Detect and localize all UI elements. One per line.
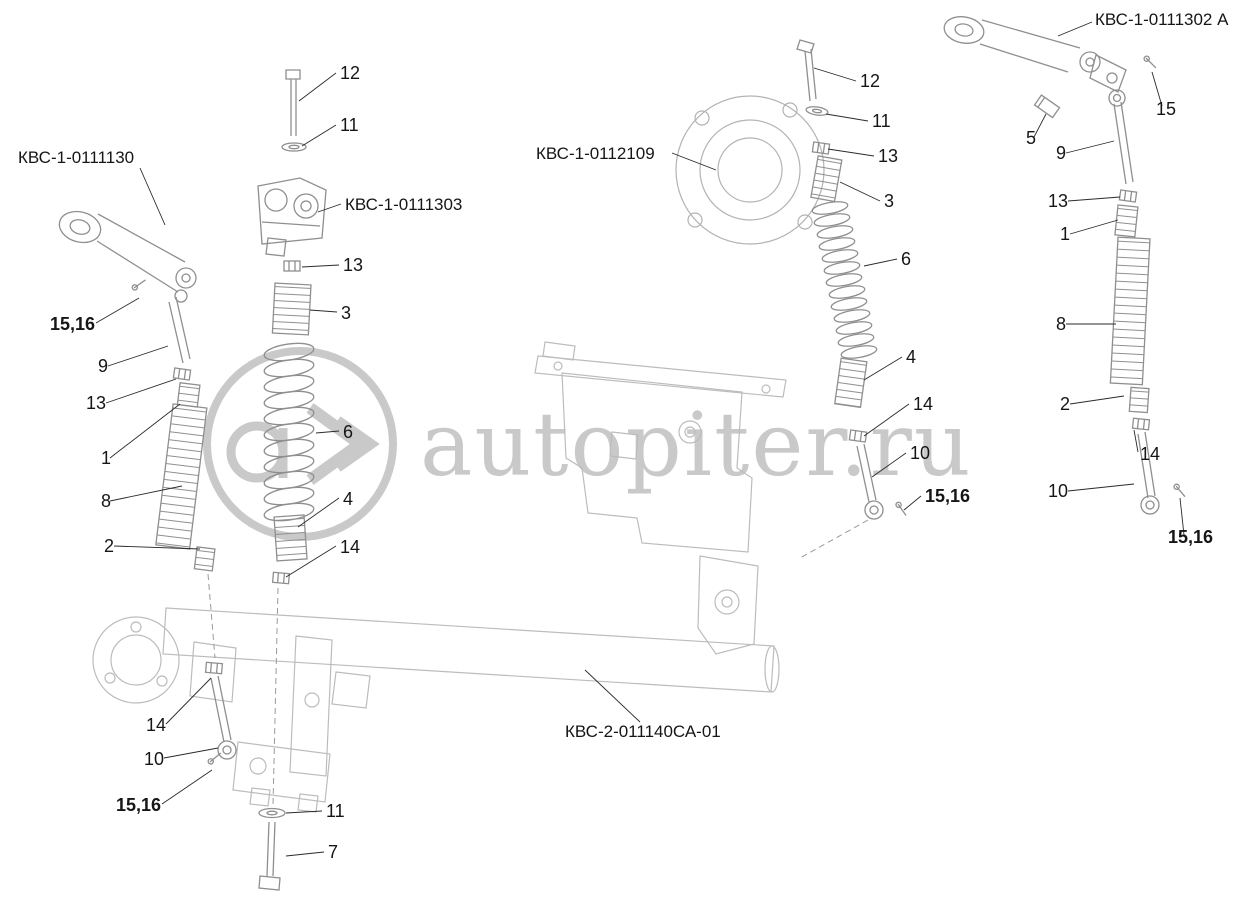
callout-right-cap-2: 2 [1060, 394, 1070, 414]
callout-right-pin-5: 5 [1026, 128, 1036, 148]
callout-left-rod-10: 10 [144, 749, 164, 769]
center-spring-drawing [263, 260, 315, 585]
callout-left-washer-11: 11 [326, 801, 345, 821]
label-center-bracket: КВС-1-0111303 [345, 195, 462, 214]
label-right-arm: КВС-1-0111302 А [1095, 10, 1229, 29]
callout-center-boot-4: 4 [343, 489, 353, 509]
callout-right-rod-9: 9 [1056, 143, 1066, 163]
callout-center-spring-6: 6 [343, 422, 353, 442]
callout-mid-bolt-12: 12 [860, 71, 880, 91]
callout-left-pin-top-15-16: 15,16 [50, 314, 95, 334]
label-left-arm: КВС-1-0111130 [18, 148, 134, 167]
callout-left-bolt-7: 7 [328, 842, 338, 862]
callout-right-pin-15: 15 [1156, 99, 1176, 119]
callout-right-bellows-8: 8 [1056, 314, 1066, 334]
label-housing: КВС-1-0112109 [536, 144, 655, 163]
callout-right-pin-bottom-15-16: 15,16 [1168, 527, 1213, 547]
callout-mid-pin-15-16: 15,16 [925, 486, 970, 506]
callout-left-nut-14: 14 [146, 715, 166, 735]
callout-left-rod-9: 9 [98, 356, 108, 376]
center-bracket-drawing [257, 177, 327, 257]
callout-left-cap-2: 2 [104, 536, 114, 556]
callout-right-rod-10: 10 [1048, 481, 1068, 501]
callout-left-cap-1: 1 [101, 448, 111, 468]
watermark-logo [203, 347, 397, 541]
right-arm-drawing [943, 16, 1127, 93]
callout-left-pin-bottom-15-16: 15,16 [116, 795, 161, 815]
center-bolt12-drawing [281, 69, 307, 152]
callout-mid-washer-11: 11 [872, 111, 891, 131]
callout-right-nut-13: 13 [1048, 191, 1068, 211]
callout-left-nut-13: 13 [86, 393, 106, 413]
callout-center-nut-13: 13 [343, 255, 363, 275]
callout-center-bolt-12: 12 [340, 63, 360, 83]
callout-center-washer-11: 11 [340, 115, 359, 135]
callout-center-boot-3: 3 [341, 303, 351, 323]
callout-mid-rod-10: 10 [910, 443, 930, 463]
left-bolt7-drawing [258, 807, 286, 891]
mid-assembly-drawing [796, 39, 909, 520]
callout-mid-nut-13: 13 [878, 146, 898, 166]
housing-drawing [675, 95, 825, 245]
callout-mid-spring-6: 6 [901, 249, 911, 269]
left-arm-drawing [58, 210, 197, 293]
frame-drawing [92, 341, 787, 813]
callout-mid-nut-14: 14 [913, 394, 933, 414]
callout-mid-boot-3: 3 [884, 191, 894, 211]
callout-right-nut-14: 14 [1140, 444, 1160, 464]
right-turnbuckle-drawing [1033, 54, 1188, 515]
callout-mid-boot-4: 4 [906, 347, 916, 367]
left-turnbuckle-drawing [130, 277, 237, 766]
label-frame: КВС-2-011140СА-01 [565, 722, 721, 741]
leader-lines [95, 21, 1185, 857]
construction-lines [207, 519, 869, 807]
callout-center-nut-14: 14 [340, 537, 360, 557]
callout-left-bellows-8: 8 [101, 491, 111, 511]
watermark-text: autopiter.ru [420, 393, 973, 496]
callout-right-cap-1: 1 [1060, 224, 1070, 244]
